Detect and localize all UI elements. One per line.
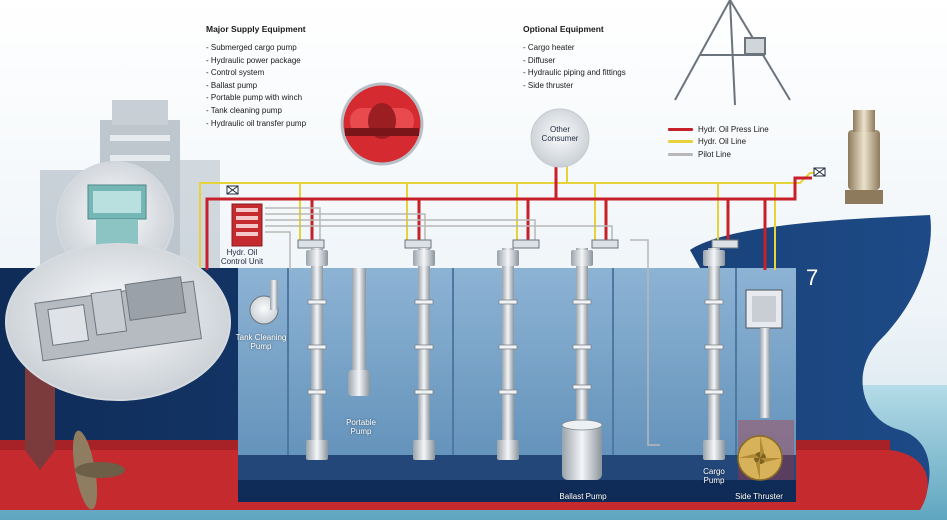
list-item: - Diffuser: [523, 55, 556, 65]
ballast-pump: [561, 419, 603, 480]
pilot-lines: [265, 207, 660, 446]
other-consumer-label: Other Consumer: [541, 125, 579, 143]
side-thruster-unit: [737, 289, 783, 481]
major-equipment-title: Major Supply Equipment: [206, 24, 306, 34]
optional-equipment-title: Optional Equipment: [523, 24, 604, 34]
hydr-press-lines: [205, 160, 812, 270]
control-unit-label: Hydr. Oil Control Unit: [220, 248, 264, 266]
legend-label: Hydr. Oil Press Line: [698, 124, 769, 134]
side-thruster-label: Side Thruster: [735, 492, 783, 501]
hull-mark: 7: [806, 265, 818, 290]
list-item: - Tank cleaning pump: [206, 105, 282, 115]
list-item: - Hydraulic piping and fittings: [523, 68, 626, 78]
list-item: - Hydraulic oil transfer pump: [206, 118, 307, 128]
legend-item: Hydr. Oil Line: [668, 136, 769, 149]
optional-equipment-list: Optional Equipment - Cargo heater - Diff…: [523, 24, 663, 92]
major-equipment-list: Major Supply Equipment - Submerged cargo…: [206, 24, 356, 130]
tank-cleaning-pump-label: Tank Cleaning Pump: [235, 333, 287, 351]
list-item: - Cargo heater: [523, 43, 575, 52]
list-item: - Hydraulic power package: [206, 55, 301, 65]
legend-item: Hydr. Oil Press Line: [668, 123, 769, 136]
ballast-pump-label: Ballast Pump: [559, 492, 607, 501]
line-legend: Hydr. Oil Press Line Hydr. Oil Line Pilo…: [668, 123, 769, 161]
portable-pump: [348, 268, 370, 396]
legend-item: Pilot Line: [668, 148, 769, 161]
valve-right: [813, 167, 826, 177]
list-item: - Ballast pump: [206, 80, 258, 90]
list-item: - Control system: [206, 68, 265, 78]
list-item: - Portable pump with winch: [206, 93, 303, 103]
list-item: - Submerged cargo pump: [206, 43, 297, 52]
tank-cleaning-pump: [249, 280, 279, 325]
control-unit-manifold: [231, 203, 263, 247]
legend-swatch-oil: [668, 140, 693, 144]
cargo-pump-label: Cargo Pump: [703, 467, 725, 485]
hydraulic-motor-photo: [340, 82, 424, 166]
legend-label: Hydr. Oil Line: [698, 137, 747, 147]
legend-label: Pilot Line: [698, 149, 731, 159]
legend-swatch-press: [668, 127, 693, 131]
valve-left: [226, 185, 239, 195]
portable-winch-tripod: [674, 0, 791, 106]
list-item: - Side thruster: [523, 80, 574, 90]
pump-flanges: [307, 299, 724, 395]
legend-swatch-pilot: [668, 152, 693, 156]
cargo-heater: [845, 110, 883, 204]
power-package-photo: [5, 243, 231, 401]
portable-pump-label: Portable Pump: [346, 418, 376, 436]
other-consumer-disc: [530, 108, 590, 168]
